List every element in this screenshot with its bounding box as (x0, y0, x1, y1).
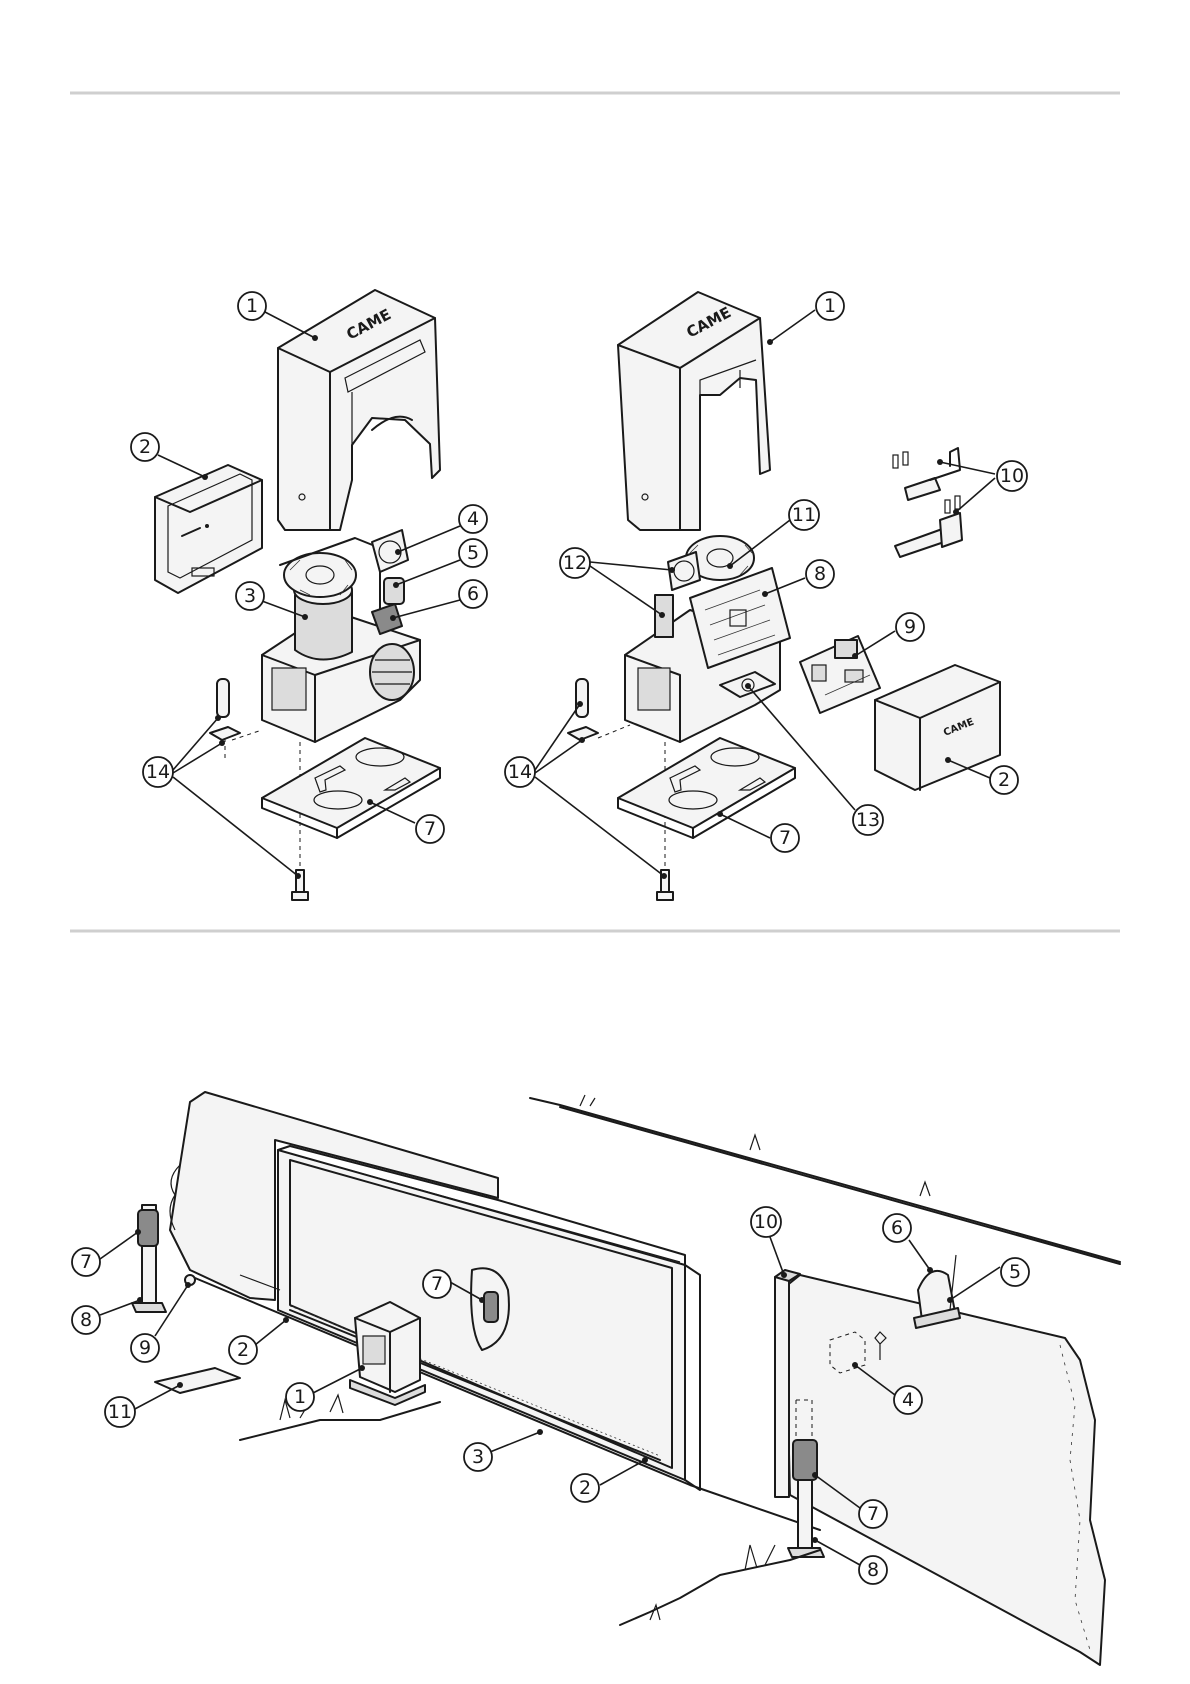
svg-text:7: 7 (80, 1251, 92, 1273)
svg-text:4: 4 (467, 508, 479, 530)
right-control-unit-body (625, 536, 790, 742)
callout-bottom-2-right: 2 (571, 1474, 599, 1502)
svg-text:7: 7 (431, 1273, 443, 1295)
callout-bottom-6: 6 (883, 1214, 911, 1242)
callout-bottom-8-right: 8 (859, 1556, 887, 1584)
callout-left-5: 5 (459, 539, 487, 567)
callout-bottom-7-right: 7 (859, 1500, 887, 1528)
svg-text:8: 8 (814, 563, 826, 585)
callout-bottom-4: 4 (894, 1386, 922, 1414)
callout-left-4: 4 (459, 505, 487, 533)
callout-bottom-2-left: 2 (229, 1336, 257, 1364)
svg-text:8: 8 (80, 1309, 92, 1331)
callout-right-8: 8 (806, 560, 834, 588)
svg-text:2: 2 (998, 769, 1010, 791)
grass-line-right (620, 1550, 820, 1625)
callout-left-6: 6 (459, 580, 487, 608)
right-small-cover: CAME (875, 665, 1000, 790)
ground-plate (155, 1368, 240, 1393)
left-small-cover (155, 465, 262, 593)
svg-text:5: 5 (1009, 1261, 1021, 1283)
callout-left-14: 14 (143, 757, 173, 787)
left-operator-exploded-view: CAME (155, 290, 440, 900)
left-photocell-post (132, 1205, 166, 1312)
callout-bottom-7-gate: 7 (423, 1270, 451, 1298)
svg-text:9: 9 (139, 1337, 151, 1359)
svg-text:11: 11 (108, 1401, 132, 1423)
left-gearmotor-body (262, 530, 420, 742)
svg-text:7: 7 (867, 1503, 879, 1525)
left-main-cover: CAME (278, 290, 440, 530)
svg-text:1: 1 (294, 1386, 306, 1408)
callout-right-10: 10 (997, 461, 1027, 491)
svg-text:10: 10 (1000, 465, 1024, 487)
callout-right-9: 9 (896, 613, 924, 641)
svg-text:12: 12 (563, 552, 587, 574)
svg-text:10: 10 (754, 1211, 778, 1233)
callout-bottom-10: 10 (751, 1207, 781, 1237)
callout-bottom-8-left: 8 (72, 1306, 100, 1334)
svg-text:14: 14 (146, 761, 170, 783)
svg-text:13: 13 (856, 809, 880, 831)
svg-text:6: 6 (467, 583, 479, 605)
callout-bottom-5: 5 (1001, 1258, 1029, 1286)
callout-bottom-1: 1 (286, 1383, 314, 1411)
callout-right-14: 14 (505, 757, 535, 787)
svg-text:11: 11 (792, 504, 816, 526)
grass-line-left (240, 1402, 440, 1440)
svg-text:7: 7 (779, 827, 791, 849)
svg-text:8: 8 (867, 1559, 879, 1581)
callout-right-1: 1 (816, 292, 844, 320)
svg-text:2: 2 (139, 436, 151, 458)
svg-text:4: 4 (902, 1389, 914, 1411)
callout-right-13: 13 (853, 805, 883, 835)
callout-left-2: 2 (131, 433, 159, 461)
callout-right-12: 12 (560, 548, 590, 578)
callout-left-7: 7 (416, 815, 444, 843)
flashing-lamp (914, 1255, 960, 1328)
svg-text:6: 6 (891, 1217, 903, 1239)
callout-bottom-11: 11 (105, 1397, 135, 1427)
svg-text:3: 3 (472, 1446, 484, 1468)
right-main-cover: CAME (618, 292, 770, 530)
svg-text:2: 2 (579, 1477, 591, 1499)
callout-bottom-9: 9 (131, 1334, 159, 1362)
svg-text:1: 1 (246, 295, 258, 317)
svg-text:9: 9 (904, 616, 916, 638)
callout-left-1: 1 (238, 292, 266, 320)
callout-left-3: 3 (236, 582, 264, 610)
callout-bottom-3: 3 (464, 1443, 492, 1471)
svg-text:5: 5 (467, 542, 479, 564)
svg-text:1: 1 (824, 295, 836, 317)
svg-text:2: 2 (237, 1339, 249, 1361)
svg-text:3: 3 (244, 585, 256, 607)
callout-right-7: 7 (771, 824, 799, 852)
callout-right-2: 2 (990, 766, 1018, 794)
svg-text:14: 14 (508, 761, 532, 783)
callout-right-11: 11 (789, 500, 819, 530)
gate-operator (350, 1302, 425, 1405)
installation-overview (132, 1092, 1120, 1665)
callout-bottom-7-left: 7 (72, 1248, 100, 1276)
svg-text:7: 7 (424, 818, 436, 840)
